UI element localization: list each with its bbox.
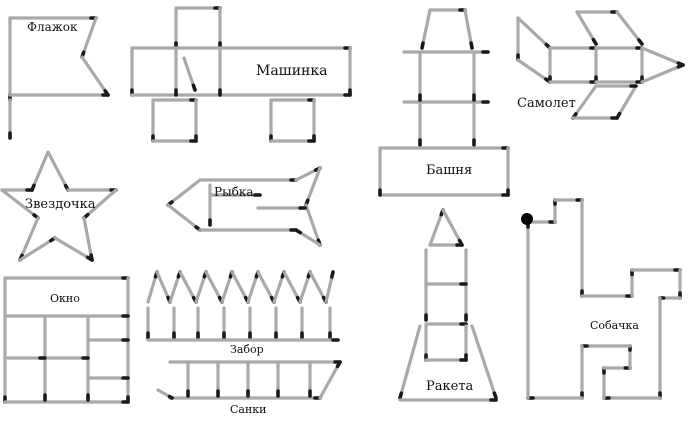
matchstick <box>80 16 98 59</box>
fence-label: Забор <box>230 343 264 356</box>
matchstick-head <box>167 394 174 400</box>
car-figure <box>130 6 352 143</box>
matchstick <box>18 216 40 262</box>
matchstick <box>516 16 552 50</box>
window-label: Окно <box>50 292 80 305</box>
matchstick <box>640 46 685 67</box>
matchstick <box>82 188 118 220</box>
dog-eye-dot <box>521 213 533 225</box>
matchstick <box>470 324 498 400</box>
rocket-figure <box>398 208 498 402</box>
matchstick-head <box>676 63 685 69</box>
sled-figure <box>156 360 342 400</box>
matchstick <box>304 203 322 247</box>
dog-label: Собачка <box>590 319 639 332</box>
matchstick <box>640 63 685 84</box>
matchstick <box>0 188 40 220</box>
matchstick <box>80 55 110 97</box>
dog-figure <box>526 198 682 400</box>
matchstick-head <box>191 83 197 92</box>
matchstick-head <box>420 41 425 50</box>
plane-label: Самолет <box>517 96 576 111</box>
plane-figure <box>516 10 685 120</box>
matchstick-head <box>637 38 644 46</box>
matchstick <box>318 360 342 400</box>
star-figure <box>0 150 118 262</box>
matchstick <box>18 236 57 262</box>
rocket-label: Ракета <box>426 379 474 394</box>
flag-label: Флажок <box>27 20 78 34</box>
matchstick-head <box>330 270 335 279</box>
matchstick <box>53 236 94 262</box>
matchstick <box>30 150 50 192</box>
fence-figure <box>146 270 340 342</box>
sled-label: Санки <box>230 403 267 416</box>
matchstick-head <box>469 41 474 50</box>
matchstick-head <box>492 391 498 400</box>
matchstick <box>82 216 94 262</box>
matchstick-head <box>335 360 342 369</box>
car-label: Машинка <box>256 63 328 79</box>
fish-label: Рыбка <box>214 185 254 199</box>
window-figure <box>3 276 130 404</box>
flag-figure <box>8 16 110 140</box>
star-label: Звездочка <box>25 197 96 212</box>
matchstick-head <box>398 391 404 400</box>
matchstick-head <box>591 37 598 46</box>
tower-label: Башня <box>426 163 473 178</box>
matchstick <box>46 150 70 192</box>
matchstick <box>398 324 422 400</box>
tower-figure <box>378 8 510 197</box>
matchstick-head <box>294 228 303 235</box>
fish-figure <box>166 166 322 247</box>
matchstick-head <box>85 255 94 262</box>
